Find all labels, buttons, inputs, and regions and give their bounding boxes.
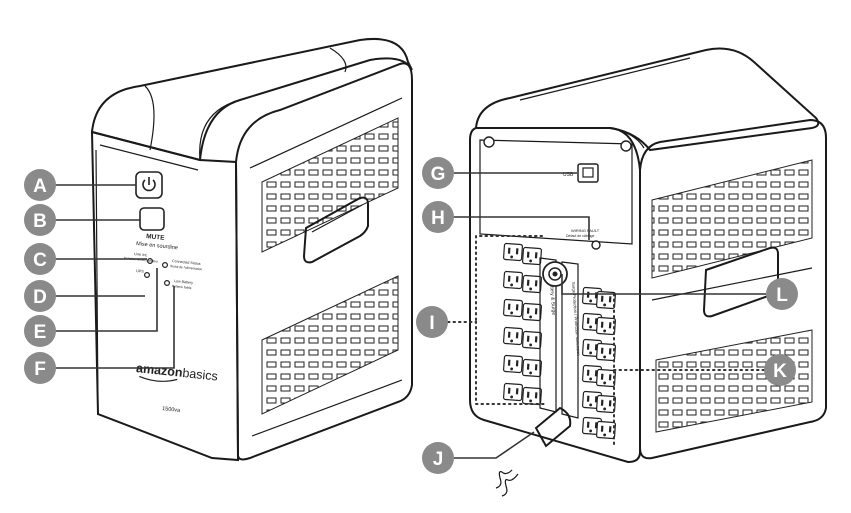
callout-f-label: F [34,359,46,380]
led-label-line-fr: Fonctionnement secteur [124,256,159,264]
wiring-fault-label-fr: Défaut de câblage [566,234,594,238]
back-ups-unit: USB WIRING FAULT Défaut de câblage Batte… [469,47,827,497]
callout-l: L [766,278,798,310]
outlet-receptacle [595,316,617,336]
usb-label: USB [563,172,574,178]
usb-port-icon [582,167,594,178]
strip-left-text: Battery & Surge [548,280,556,316]
callout-f: F [24,352,56,384]
outlet-receptacle [521,274,543,294]
callout-a-label: A [33,176,47,197]
outlet-receptacle [595,420,617,440]
outlet-receptacle [595,342,617,362]
callout-g: G [422,157,454,189]
callout-g-label: G [431,164,446,185]
outlet-receptacle [521,246,543,266]
outlet-receptacle [595,394,617,414]
callout-b-label: B [33,211,47,232]
callout-h: H [422,201,454,233]
strip-right-text: Surge Protection / Protection surtension [571,282,581,357]
svg-text:amazonbasics: amazonbasics [135,361,218,383]
outlet-receptacle [521,330,543,350]
brand-logo: amazonbasics [135,361,218,383]
outlet-receptacle [502,382,524,402]
line-interactive-led [147,258,154,265]
wiring-fault-label: WIRING FAULT [571,228,600,233]
circuit-breaker-icon[interactable] [542,261,568,287]
callout-e-label: E [34,322,47,343]
ups-led [144,272,151,279]
callout-l-label: L [776,285,788,306]
callout-i-label: I [429,313,434,334]
battery-surge-outlets [502,242,543,406]
callout-d: D [24,280,56,312]
power-icon [142,177,156,192]
callout-j: J [422,442,454,474]
surge-only-outlets [581,286,617,440]
callout-a: A [24,169,56,201]
wiring-fault-led [591,240,601,250]
led-label-lowbatt-fr: Batterie faible [172,284,192,290]
mute-label-fr: Mise en sourdine [136,241,178,251]
outlet-receptacle [521,302,543,322]
callout-d-label: D [33,287,47,308]
outlet-receptacle [502,354,524,374]
callout-j-label: J [433,449,444,470]
led-label-connected-fr: Statut de l'alimentation [170,264,203,271]
led-label-lowbatt: Low Battery [174,279,193,285]
leader-lines [55,172,766,459]
brand-light: basics [182,366,219,384]
front-ups-unit: MUTE Mise en sourdine Line Int. Fonction… [90,38,413,462]
callout-h-label: H [431,208,445,229]
callout-k-label: K [773,361,787,382]
mute-label: MUTE [146,233,166,242]
outlet-receptacle [595,368,617,388]
callout-i: I [416,306,448,338]
callout-c-label: C [33,250,47,271]
callout-c: C [24,243,56,275]
led-label-ups: UPS [136,269,145,274]
callout-k: K [764,354,796,386]
led-label-line: Line Int. [134,252,148,257]
brand-bold: amazon [135,361,183,380]
model-label: 1500va [162,406,182,414]
connected-status-led [162,262,169,269]
outlet-receptacle [502,242,524,262]
low-battery-led [164,280,171,287]
callout-b: B [24,204,56,236]
power-cord [495,406,572,497]
callout-e: E [24,315,56,347]
outlet-receptacle [521,358,543,378]
mute-button[interactable] [139,207,165,231]
outlet-receptacle [502,270,524,290]
outlet-receptacle [502,326,524,346]
outlet-receptacle [521,386,543,406]
outlet-receptacle [502,298,524,318]
led-label-connected: Connected Status [172,259,201,266]
